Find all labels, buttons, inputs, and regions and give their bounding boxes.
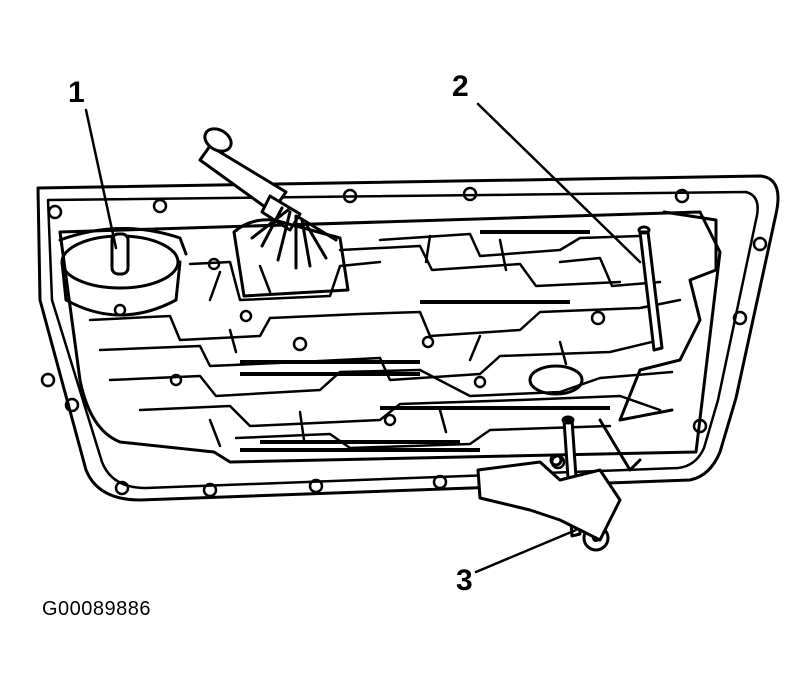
right-bracket — [618, 210, 718, 422]
valve-body-plate — [58, 210, 722, 464]
leader-line-3 — [474, 528, 578, 574]
fluid-passages — [88, 232, 682, 450]
small-ports — [113, 257, 606, 427]
cleaning-brush — [198, 127, 350, 298]
case-inner-edge — [46, 190, 759, 490]
oval-port — [528, 364, 584, 396]
passage-bands — [240, 230, 610, 452]
figure-id: G00089886 — [42, 598, 152, 620]
leader-line-2 — [476, 102, 642, 264]
flange-bolt-holes — [40, 186, 768, 498]
accumulator — [58, 227, 188, 317]
retaining-pin-2 — [637, 225, 664, 352]
callout-2: 2 — [452, 70, 469, 103]
callout-1: 1 — [68, 76, 85, 109]
leader-line-1 — [84, 108, 118, 250]
case-flange — [36, 174, 780, 502]
leader-lines — [84, 102, 642, 574]
lower-bracket — [476, 418, 642, 542]
callout-3: 3 — [456, 564, 473, 597]
